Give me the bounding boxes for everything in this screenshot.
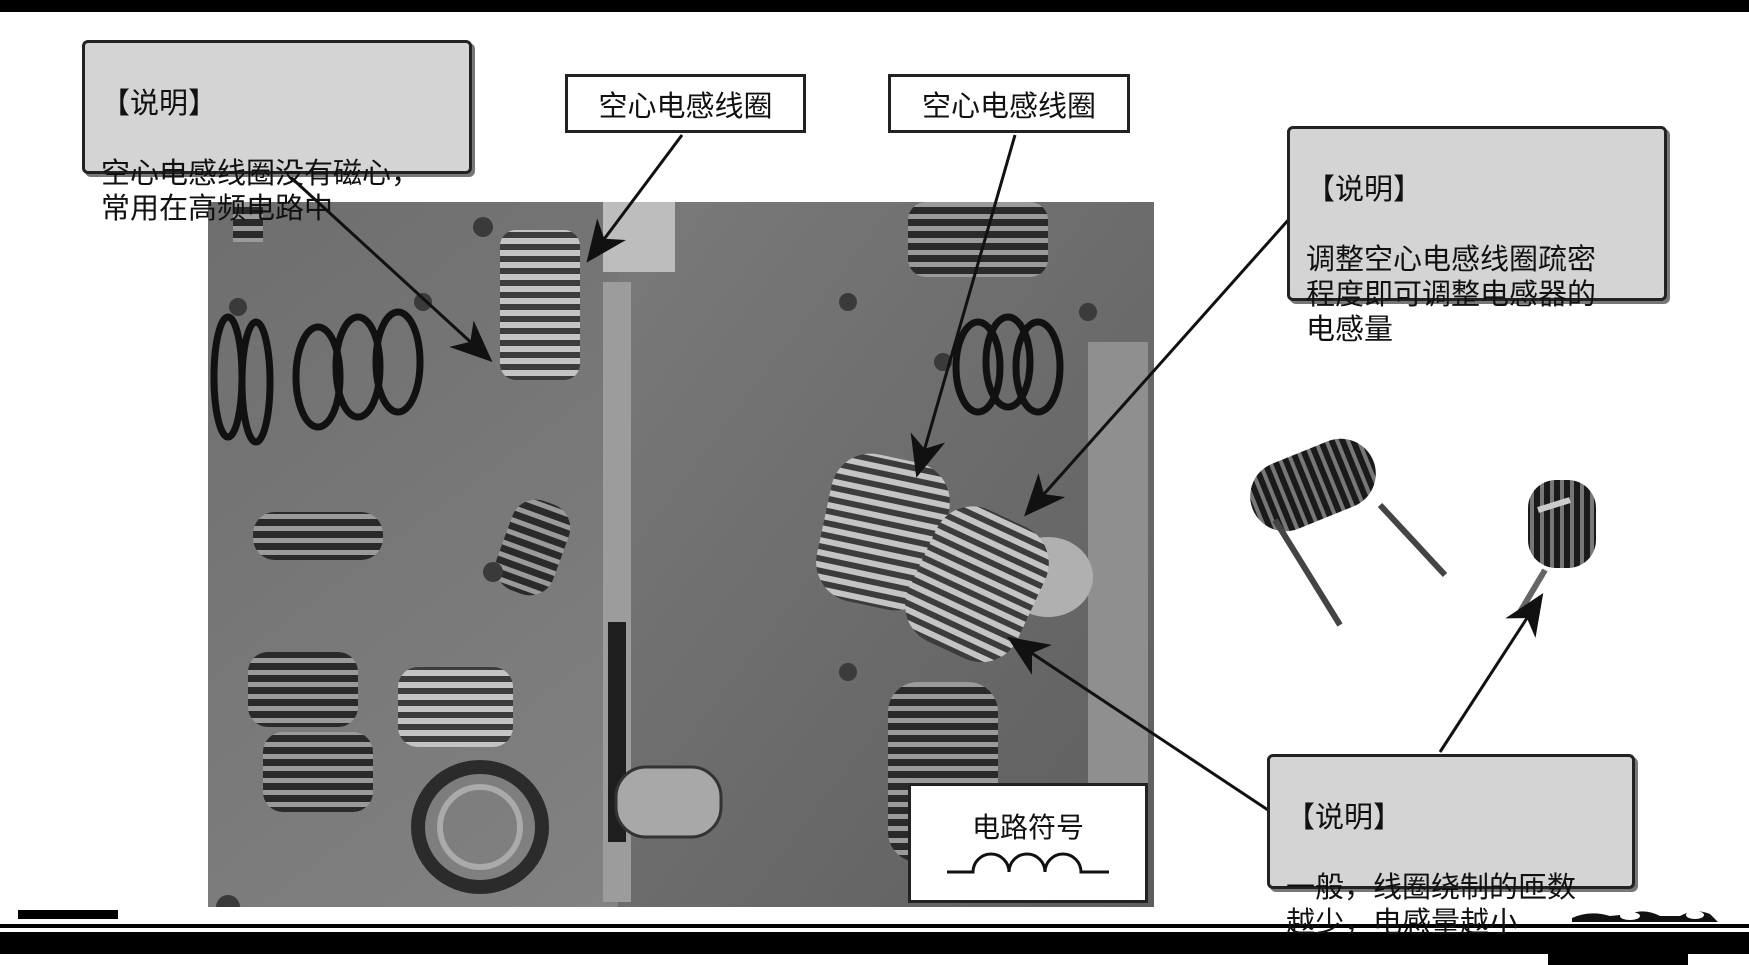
note-heading: 【说明】 [1286, 800, 1403, 834]
note-adjust-spacing: 【说明】 调整空心电感线圈疏密 程度即可调整电感器的 电感量 [1287, 126, 1667, 346]
label-air-core-coil-right: 空心电感线圈 [888, 74, 1130, 133]
note-heading: 【说明】 [101, 86, 218, 120]
note-air-core: 【说明】 空心电感线圈没有磁心， 常用在高频电路中 [82, 40, 472, 225]
inductor-symbol-icon [947, 852, 1109, 874]
circuit-symbol-box: 电路符号 [908, 783, 1148, 903]
note-heading: 【说明】 [1306, 172, 1423, 206]
bottom-right-block [1548, 948, 1688, 965]
bottom-rule [0, 932, 1749, 954]
top-rule [0, 0, 1749, 12]
note-body: 调整空心电感线圈疏密 程度即可调整电感器的 电感量 [1306, 242, 1597, 346]
note-body: 空心电感线圈没有磁心， 常用在高频电路中 [101, 156, 421, 225]
circuit-symbol-title: 电路符号 [971, 811, 1084, 844]
loose-coils-photo [1250, 438, 1596, 627]
note-body: 一般，线圈绕制的匝数 越少，电感量越小 [1286, 870, 1577, 939]
bottom-rule-thin [0, 924, 1749, 928]
corner-decoration [1572, 911, 1718, 922]
bottom-left-dash [18, 910, 118, 919]
label-air-core-coil-left: 空心电感线圈 [565, 74, 806, 133]
note-turns: 【说明】 一般，线圈绕制的匝数 越少，电感量越小 [1267, 754, 1635, 939]
